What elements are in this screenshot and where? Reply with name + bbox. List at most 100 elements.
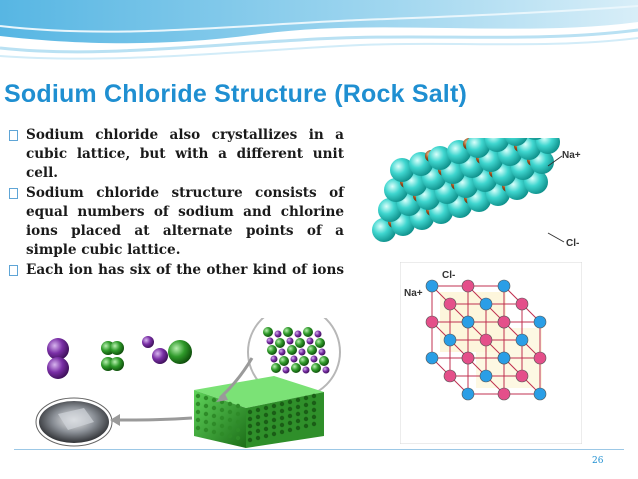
crystal-ion (263, 426, 269, 432)
ion-spheres (372, 138, 560, 242)
crystal-ion (263, 405, 269, 411)
crystal-ion (295, 397, 301, 403)
crystal-ion (247, 423, 253, 429)
crystal-ion (211, 413, 217, 419)
crystal-ion (311, 421, 317, 427)
crystal-ion (195, 425, 201, 431)
sodium-ion (306, 337, 314, 345)
crystal-ion (235, 427, 241, 433)
crystal-ion (303, 409, 309, 415)
lattice-sodium-ion (425, 351, 439, 365)
lattice-sodium-ion (515, 333, 529, 347)
sodium-ion (282, 366, 290, 374)
crystal-ion (235, 435, 241, 441)
crystal-ion (255, 428, 261, 434)
crystal-ion (203, 411, 209, 417)
crystal-ion (227, 401, 233, 407)
crystal-ion (211, 421, 217, 427)
chloride-ion (315, 338, 325, 348)
crystal-ion (279, 429, 285, 435)
crystal-ion (279, 415, 285, 421)
chloride-ion (428, 146, 452, 170)
sodium-ion (302, 366, 310, 374)
chloride-ion (279, 356, 289, 366)
crystal-ion (271, 403, 277, 409)
chloride-ion (275, 338, 285, 348)
crystal-ion (279, 422, 285, 428)
nacl-packing-figure: Na+ Cl- (372, 138, 581, 249)
crystal-ion (295, 404, 301, 410)
crystal-ion (311, 407, 317, 413)
crystal-ion (203, 419, 209, 425)
lattice-chloride-ion (461, 351, 475, 365)
crystal-ion (311, 393, 317, 399)
crystal-ion (279, 401, 285, 407)
lattice-chloride-ion (533, 351, 547, 365)
bullet-item: Sodium chloride structure consists of eq… (8, 184, 344, 260)
crystal-ion (287, 413, 293, 419)
crystal-ion (271, 417, 277, 423)
chloride-ion (307, 345, 317, 355)
crystal-ion (203, 427, 209, 433)
crystal-ion (219, 431, 225, 437)
crystal-ion (195, 401, 201, 407)
lattice-chloride-ion (443, 297, 457, 311)
header-waves-decoration (0, 0, 638, 70)
crystal-ion (263, 419, 269, 425)
crystal-ion (303, 395, 309, 401)
crystal-lattice-cube-icon (194, 376, 324, 448)
sodium-ion (314, 330, 322, 338)
lattice-chloride-ion (497, 315, 511, 329)
crystal-ion (271, 431, 277, 437)
lattice-chloride-ion (461, 279, 475, 293)
crystal-ion (287, 427, 293, 433)
crystal-ion (303, 423, 309, 429)
crystal-ion (271, 410, 277, 416)
crystal-ion (287, 420, 293, 426)
chloride-ion (390, 158, 414, 182)
lattice-sodium-ion (497, 351, 511, 365)
crystal-ion (227, 409, 233, 415)
bullet-box-icon (9, 188, 18, 199)
crystal-ion (195, 409, 201, 415)
salt-crystal-photo-icon (35, 397, 113, 447)
lattice-chloride-ion (425, 315, 439, 329)
chloride-ion (299, 356, 309, 366)
page-number: 26 (592, 456, 604, 466)
lattice-sodium-ion (461, 315, 475, 329)
lattice-chloride-ion (497, 387, 511, 401)
lattice-chloride-ion (443, 369, 457, 383)
chloride-ion (271, 363, 281, 373)
sodium-ion (322, 366, 330, 374)
sodium-ion (278, 348, 286, 356)
lattice-sodium-ion (533, 387, 547, 401)
lattice-sodium-ion (461, 387, 475, 401)
crystal-ion (235, 411, 241, 417)
sodium-ion (274, 330, 282, 338)
lattice-sodium-ion (533, 315, 547, 329)
crystal-ion (263, 433, 269, 439)
crystal-ion (203, 403, 209, 409)
crystal-ion (195, 393, 201, 399)
crystal-ion (255, 435, 261, 441)
crystal-ion (311, 400, 317, 406)
bullet-text: Sodium chloride also crystallizes in a c… (26, 127, 344, 181)
crystal-ion (235, 419, 241, 425)
crystal-ion (211, 405, 217, 411)
chloride-ion (263, 327, 273, 337)
chloride-ion (303, 327, 313, 337)
sodium-ion (270, 355, 278, 363)
sodium-atom-icon (47, 338, 69, 379)
bullet-box-icon (9, 130, 18, 141)
footer-divider (14, 449, 624, 450)
bullet-list: Sodium chloride also crystallizes in a c… (8, 126, 344, 280)
chloride-ion (378, 198, 402, 222)
crystal-ion (311, 414, 317, 420)
sodium-ion (310, 355, 318, 363)
lattice-sodium-ion (443, 333, 457, 347)
crystal-ion (227, 417, 233, 423)
chloride-ion (536, 138, 560, 154)
sodium-ion (318, 348, 326, 356)
chloride-ion (485, 138, 509, 152)
